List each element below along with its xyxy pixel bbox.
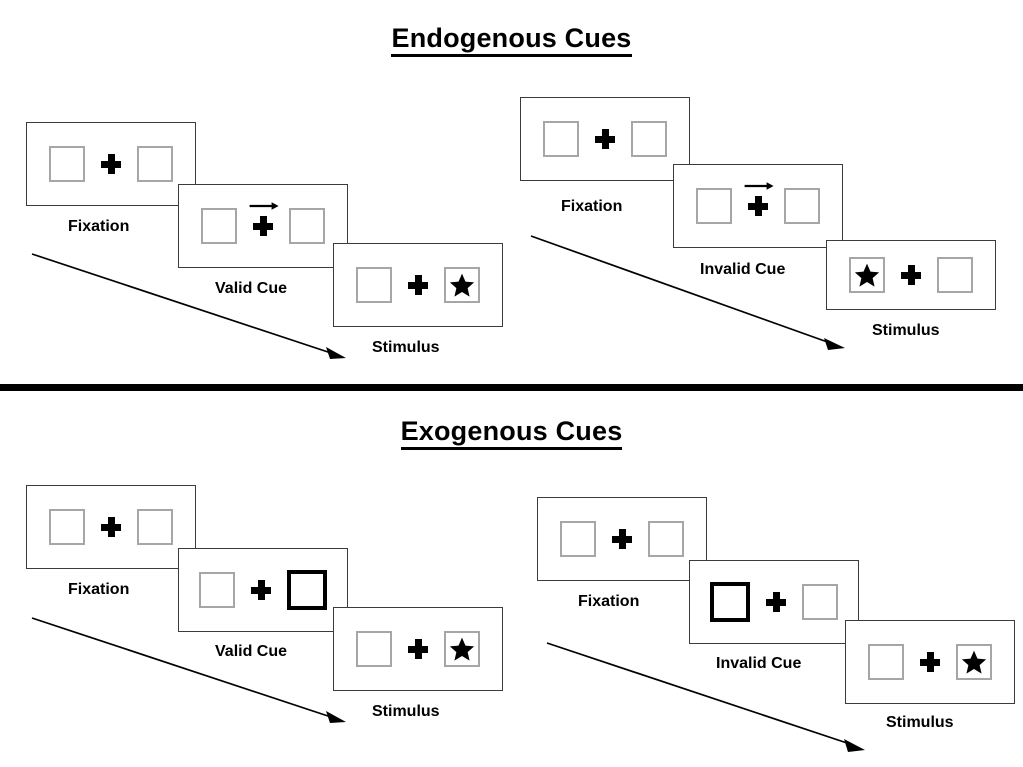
section-title-endogenous: Endogenous Cues	[0, 23, 1023, 57]
left-box	[696, 188, 732, 224]
caption-endogenous-invalid-fixation: Fixation	[561, 198, 623, 215]
panel-endogenous-invalid-stimulus	[826, 240, 996, 310]
right-box	[802, 584, 838, 620]
left-box	[49, 146, 85, 182]
panel-exogenous-invalid-cue	[689, 560, 859, 644]
flow-arrow-exogenous-invalid	[546, 642, 865, 752]
right-box	[784, 188, 820, 224]
plus-icon	[901, 265, 921, 285]
panel-content	[356, 267, 480, 303]
caption-exogenous-invalid-fixation: Fixation	[578, 593, 640, 610]
panel-content	[356, 631, 480, 667]
section-divider	[0, 384, 1023, 391]
left-box-cued	[710, 582, 750, 622]
panel-exogenous-valid-cue	[178, 548, 348, 632]
plus-icon	[595, 129, 615, 149]
star-icon	[961, 650, 987, 674]
right-box	[137, 146, 173, 182]
section-title-endogenous-text: Endogenous Cues	[391, 23, 632, 57]
plus-icon	[251, 580, 271, 600]
panel-exogenous-invalid-fixation	[537, 497, 707, 581]
caption-endogenous-valid-stimulus: Stimulus	[372, 339, 440, 356]
panel-content	[696, 182, 820, 224]
section-title-exogenous-text: Exogenous Cues	[400, 416, 623, 450]
plus-icon	[101, 517, 121, 537]
panel-content	[849, 257, 973, 293]
panel-content	[201, 202, 325, 244]
arrow-right-icon	[744, 182, 774, 190]
left-box	[49, 509, 85, 545]
left-box	[543, 121, 579, 157]
left-box	[201, 208, 237, 244]
panel-content	[710, 582, 838, 622]
panel-endogenous-invalid-fixation	[520, 97, 690, 181]
caption-endogenous-valid-fixation: Fixation	[68, 218, 130, 235]
panel-content	[560, 521, 684, 557]
caption-endogenous-valid-cue: Valid Cue	[215, 280, 288, 297]
panel-content	[543, 121, 667, 157]
panel-exogenous-valid-stimulus	[333, 607, 503, 691]
left-box	[199, 572, 235, 608]
plus-icon	[766, 592, 786, 612]
right-box	[444, 631, 480, 667]
caption-endogenous-invalid-cue: Invalid Cue	[700, 261, 786, 278]
caption-exogenous-invalid-stimulus: Stimulus	[886, 714, 954, 731]
panel-endogenous-valid-fixation	[26, 122, 196, 206]
plus-icon	[408, 639, 428, 659]
left-box	[868, 644, 904, 680]
panel-content	[868, 644, 992, 680]
section-title-exogenous: Exogenous Cues	[0, 416, 1023, 450]
panel-content	[49, 509, 173, 545]
caption-endogenous-invalid-stimulus: Stimulus	[872, 322, 940, 339]
caption-exogenous-valid-cue: Valid Cue	[215, 643, 288, 660]
left-box	[849, 257, 885, 293]
caption-exogenous-valid-fixation: Fixation	[68, 581, 130, 598]
right-box	[289, 208, 325, 244]
panel-content	[199, 570, 327, 610]
right-box	[137, 509, 173, 545]
right-box	[956, 644, 992, 680]
arrow-right-icon	[249, 202, 279, 210]
panel-endogenous-valid-cue	[178, 184, 348, 268]
flow-arrow-endogenous-invalid	[530, 235, 845, 350]
right-box	[937, 257, 973, 293]
left-box	[560, 521, 596, 557]
panel-endogenous-valid-stimulus	[333, 243, 503, 327]
right-box-cued	[287, 570, 327, 610]
panel-exogenous-valid-fixation	[26, 485, 196, 569]
star-icon	[449, 637, 475, 661]
panel-endogenous-invalid-cue	[673, 164, 843, 248]
right-box	[444, 267, 480, 303]
star-icon	[854, 263, 880, 287]
plus-icon	[101, 154, 121, 174]
plus-icon	[744, 182, 774, 216]
right-box	[648, 521, 684, 557]
caption-exogenous-invalid-cue: Invalid Cue	[716, 655, 802, 672]
panel-content	[49, 146, 173, 182]
plus-icon	[249, 202, 279, 236]
panel-exogenous-invalid-stimulus	[845, 620, 1015, 704]
plus-icon	[612, 529, 632, 549]
left-box	[356, 631, 392, 667]
caption-exogenous-valid-stimulus: Stimulus	[372, 703, 440, 720]
plus-icon	[408, 275, 428, 295]
left-box	[356, 267, 392, 303]
right-box	[631, 121, 667, 157]
star-icon	[449, 273, 475, 297]
plus-icon	[920, 652, 940, 672]
